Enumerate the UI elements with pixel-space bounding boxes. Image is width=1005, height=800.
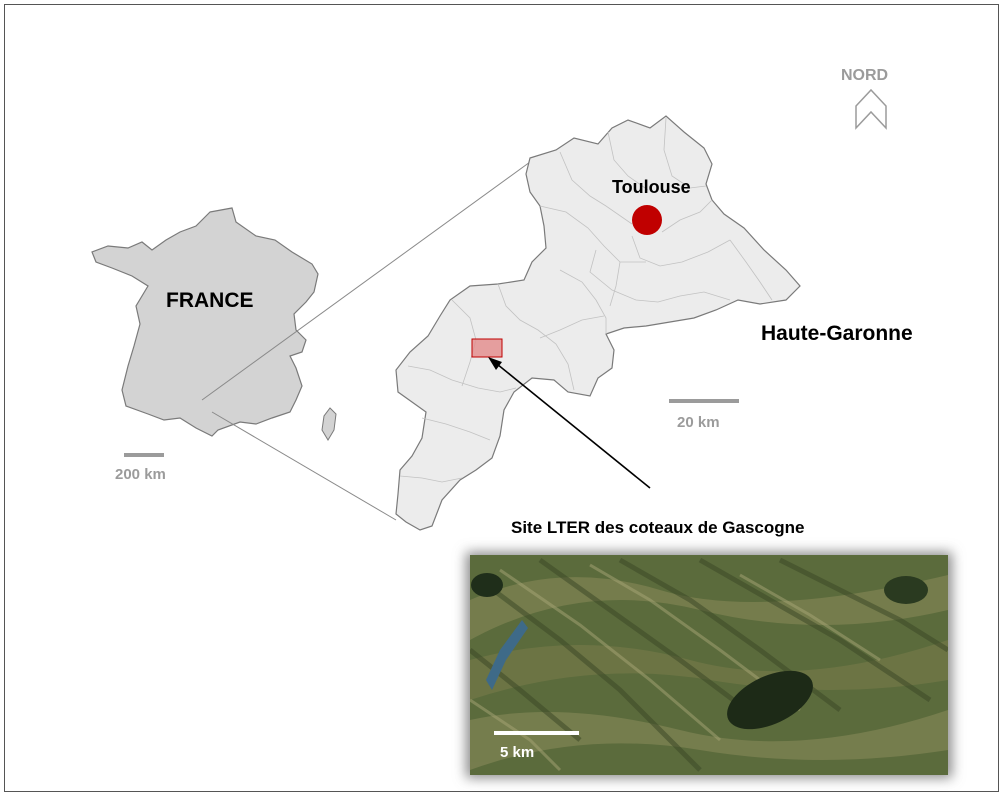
connector-line-top xyxy=(201,161,531,401)
satellite-image xyxy=(470,555,948,775)
haute-garonne-map xyxy=(395,115,801,531)
france-map xyxy=(91,207,319,437)
connector-line-bottom xyxy=(211,411,397,521)
site-label: Site LTER des coteaux de Gascogne xyxy=(511,518,805,537)
site-pointer-arrow xyxy=(491,359,651,489)
france-scale-label: 200 km xyxy=(115,466,166,483)
region-scale-label: 20 km xyxy=(677,414,720,431)
france-label: FRANCE xyxy=(166,289,254,312)
city-marker-icon xyxy=(632,205,662,235)
north-arrow-icon xyxy=(855,88,887,130)
corsica-map xyxy=(321,407,337,441)
region-label: Haute-Garonne xyxy=(761,322,913,345)
site-pointer-arrowhead xyxy=(488,357,502,370)
site-location-box xyxy=(471,338,503,358)
north-label: NORD xyxy=(841,67,888,84)
map-frame xyxy=(4,4,999,792)
city-label: Toulouse xyxy=(612,177,691,197)
canton-borders xyxy=(399,117,773,483)
satellite-scale-label: 5 km xyxy=(500,744,534,761)
